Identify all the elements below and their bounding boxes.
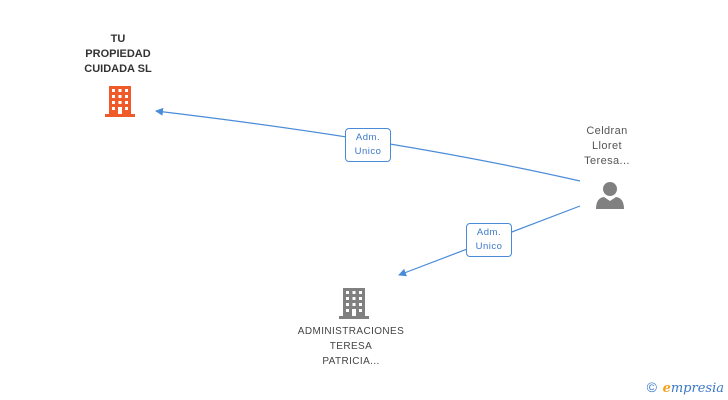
company-sub-name-line: PATRICIA... [322, 356, 380, 367]
person-name-line: Lloret [592, 140, 622, 152]
company-main-name-line: TU [110, 33, 126, 45]
edge-role-line: Unico [354, 146, 382, 157]
edge-role-line: Adm. [476, 227, 502, 238]
person-name-line: Teresa... [584, 155, 630, 167]
building-icon[interactable] [338, 286, 370, 325]
edge-role-line: Adm. [355, 132, 381, 143]
edge-role-badge: Adm. Unico [466, 223, 512, 257]
brand-watermark[interactable]: © empresia [647, 379, 724, 396]
brand-initial: e [662, 381, 671, 396]
company-main-name-line: PROPIEDAD [85, 48, 151, 60]
copyright-symbol: © [646, 379, 657, 395]
company-main-name[interactable]: TU PROPIEDAD CUIDADA SL [58, 32, 178, 77]
person-name[interactable]: Celdran Lloret Teresa... [547, 124, 667, 169]
brand-name: mpresia [670, 381, 724, 396]
edge-role-badge: Adm. Unico [345, 128, 391, 162]
building-icon[interactable] [104, 84, 136, 123]
company-sub-name-line: ADMINISTRACIONES [297, 326, 405, 337]
person-name-line: Celdran [586, 125, 628, 137]
company-main-name-line: CUIDADA SL [84, 63, 152, 75]
edge-role-line: Unico [475, 241, 503, 252]
company-sub-name-line: TERESA [329, 341, 373, 352]
company-sub-name[interactable]: ADMINISTRACIONES TERESA PATRICIA... [281, 324, 421, 369]
person-icon[interactable] [595, 180, 625, 215]
